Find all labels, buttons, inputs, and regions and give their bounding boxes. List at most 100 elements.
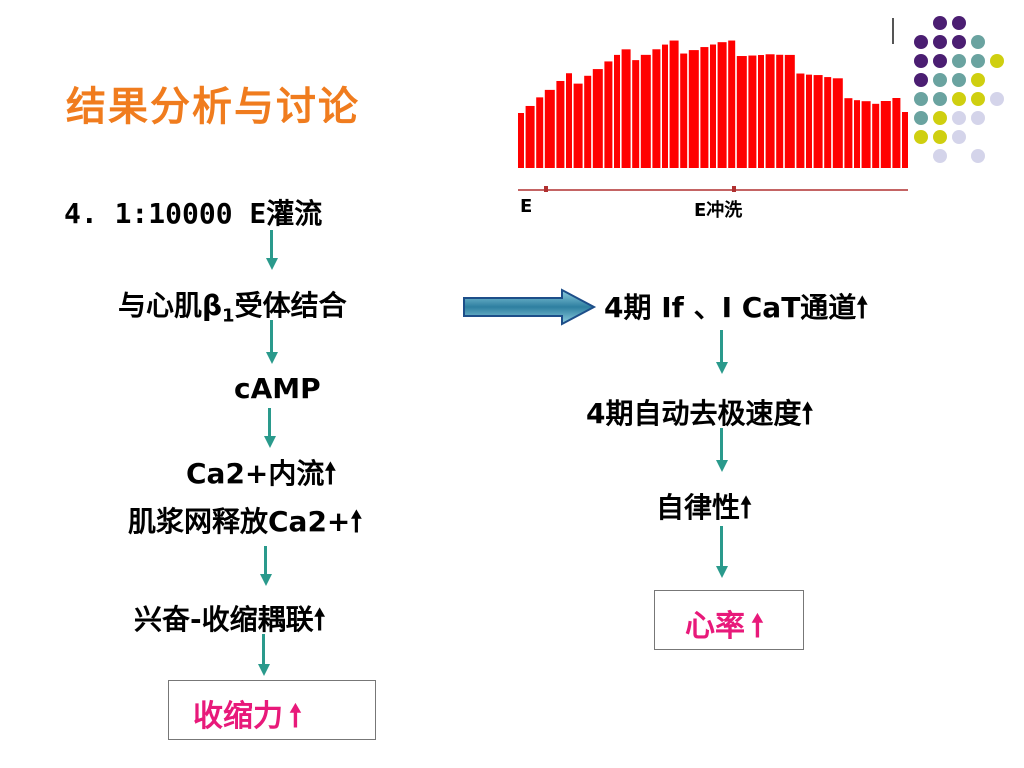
decorative-dot <box>933 149 947 163</box>
trace-beat <box>717 42 727 168</box>
trace-beat <box>669 40 679 169</box>
trace-beat <box>518 113 524 168</box>
trace-beat <box>614 54 620 168</box>
trace-beat <box>621 49 631 168</box>
trace-event-marker <box>544 186 548 192</box>
arrow-down-r1 <box>716 330 728 374</box>
decorative-dot <box>933 73 947 87</box>
decorative-dot <box>971 35 985 49</box>
decorative-dot <box>952 73 966 87</box>
trace-beat <box>536 97 544 168</box>
decorative-dot <box>952 111 966 125</box>
depolarization-text: 4期自动去极速度 <box>586 397 802 430</box>
decorative-dot <box>971 92 985 106</box>
decorative-dot <box>952 130 966 144</box>
decorative-dot-grid <box>914 16 1014 166</box>
decorative-dot <box>933 54 947 68</box>
decorative-dot <box>952 92 966 106</box>
decorative-dot <box>914 111 928 125</box>
ec-coupling-node: 兴奋-收缩耦联🠕 <box>134 598 326 647</box>
trace-beat <box>748 55 757 168</box>
channels-node: 4期 If 、I CaT通道🠕 <box>604 286 868 335</box>
trace-beat <box>872 103 880 168</box>
up-arrow-icon: 🠕 <box>751 609 764 644</box>
trace-beat <box>525 105 535 168</box>
arrow-down-5 <box>258 634 270 676</box>
arrow-down-3 <box>264 408 276 448</box>
up-arrow-icon: 🠕 <box>350 505 363 538</box>
channels-text: 4期 If 、I CaT通道 <box>604 291 857 324</box>
corner-rule <box>892 18 894 44</box>
trace-beat <box>556 80 565 168</box>
trace-beat <box>604 61 613 168</box>
trace-beat <box>832 78 843 168</box>
automaticity-node: 自律性🠕 <box>656 486 752 535</box>
trace-beat <box>796 73 805 168</box>
trace-beat <box>902 112 908 168</box>
perfusion-label: 4. 1:10000 E灌流 <box>64 197 323 230</box>
right-block-arrow <box>463 288 597 326</box>
contraction-trace-image: E E冲洗 <box>518 38 910 218</box>
sr-release-node: 肌浆网释放Ca2+🠕 <box>128 500 362 549</box>
heart-rate-result-box: 心率🠕 <box>654 590 804 650</box>
decorative-dot <box>971 54 985 68</box>
up-arrow-icon: 🠕 <box>289 699 302 734</box>
trace-beat <box>640 54 651 168</box>
trace-beat <box>592 69 603 168</box>
sr-release-text: 肌浆网释放Ca2+ <box>128 505 351 538</box>
trace-beat <box>584 75 592 168</box>
heart-rate-result-label: 心率🠕 <box>685 609 764 644</box>
up-arrow-icon: 🠕 <box>801 397 814 430</box>
trace-beat <box>700 47 709 168</box>
decorative-dot <box>990 92 1004 106</box>
trace-beat <box>632 60 640 168</box>
receptor-subscript: 1 <box>222 305 235 327</box>
camp-node: cAMP <box>234 372 321 405</box>
decorative-dot <box>933 92 947 106</box>
trace-label-washout: E冲洗 <box>694 200 743 218</box>
receptor-binding-node: 与心肌β1受体结合 <box>118 284 347 327</box>
arrow-down-1 <box>266 230 278 270</box>
ec-coupling-text: 兴奋-收缩耦联 <box>134 603 314 636</box>
up-arrow-icon: 🠕 <box>324 457 337 490</box>
ca-influx-text: Ca2+内流 <box>186 457 325 490</box>
decorative-dot <box>971 73 985 87</box>
trace-beat <box>736 56 747 168</box>
arrow-down-r2 <box>716 428 728 472</box>
arrow-down-r3 <box>716 526 728 578</box>
trace-beat <box>544 89 555 168</box>
arrow-down-4 <box>260 546 272 586</box>
trace-beat <box>824 77 832 168</box>
decorative-dot <box>971 111 985 125</box>
trace-beat <box>652 49 661 169</box>
trace-beat <box>854 100 860 168</box>
decorative-dot <box>914 130 928 144</box>
up-arrow-icon: 🠕 <box>856 291 869 324</box>
decorative-dot <box>914 73 928 87</box>
trace-graphic <box>518 40 908 192</box>
trace-event-marker <box>732 186 736 192</box>
trace-beat <box>776 54 784 168</box>
decorative-dot <box>933 111 947 125</box>
trace-beat <box>688 50 699 168</box>
decorative-dot <box>971 149 985 163</box>
decorative-dot <box>933 130 947 144</box>
ca-influx-node: Ca2+内流🠕 <box>186 452 336 501</box>
trace-beat <box>758 55 764 168</box>
trace-beat <box>728 40 736 168</box>
trace-beat <box>784 54 795 168</box>
decorative-dot <box>933 16 947 30</box>
trace-label-e: E <box>520 196 533 217</box>
contractility-result-box: 收缩力🠕 <box>168 680 376 740</box>
decorative-dot <box>990 54 1004 68</box>
trace-beat <box>566 73 572 168</box>
trace-beat <box>710 44 716 168</box>
trace-beat <box>806 74 812 168</box>
decorative-dot <box>952 16 966 30</box>
decorative-dot <box>914 54 928 68</box>
contractility-result-label: 收缩力🠕 <box>193 699 302 734</box>
page-title: 结果分析与讨论 <box>66 84 360 130</box>
up-arrow-icon: 🠕 <box>313 603 326 636</box>
decorative-dot <box>914 92 928 106</box>
receptor-text: 与心肌β <box>118 289 223 322</box>
